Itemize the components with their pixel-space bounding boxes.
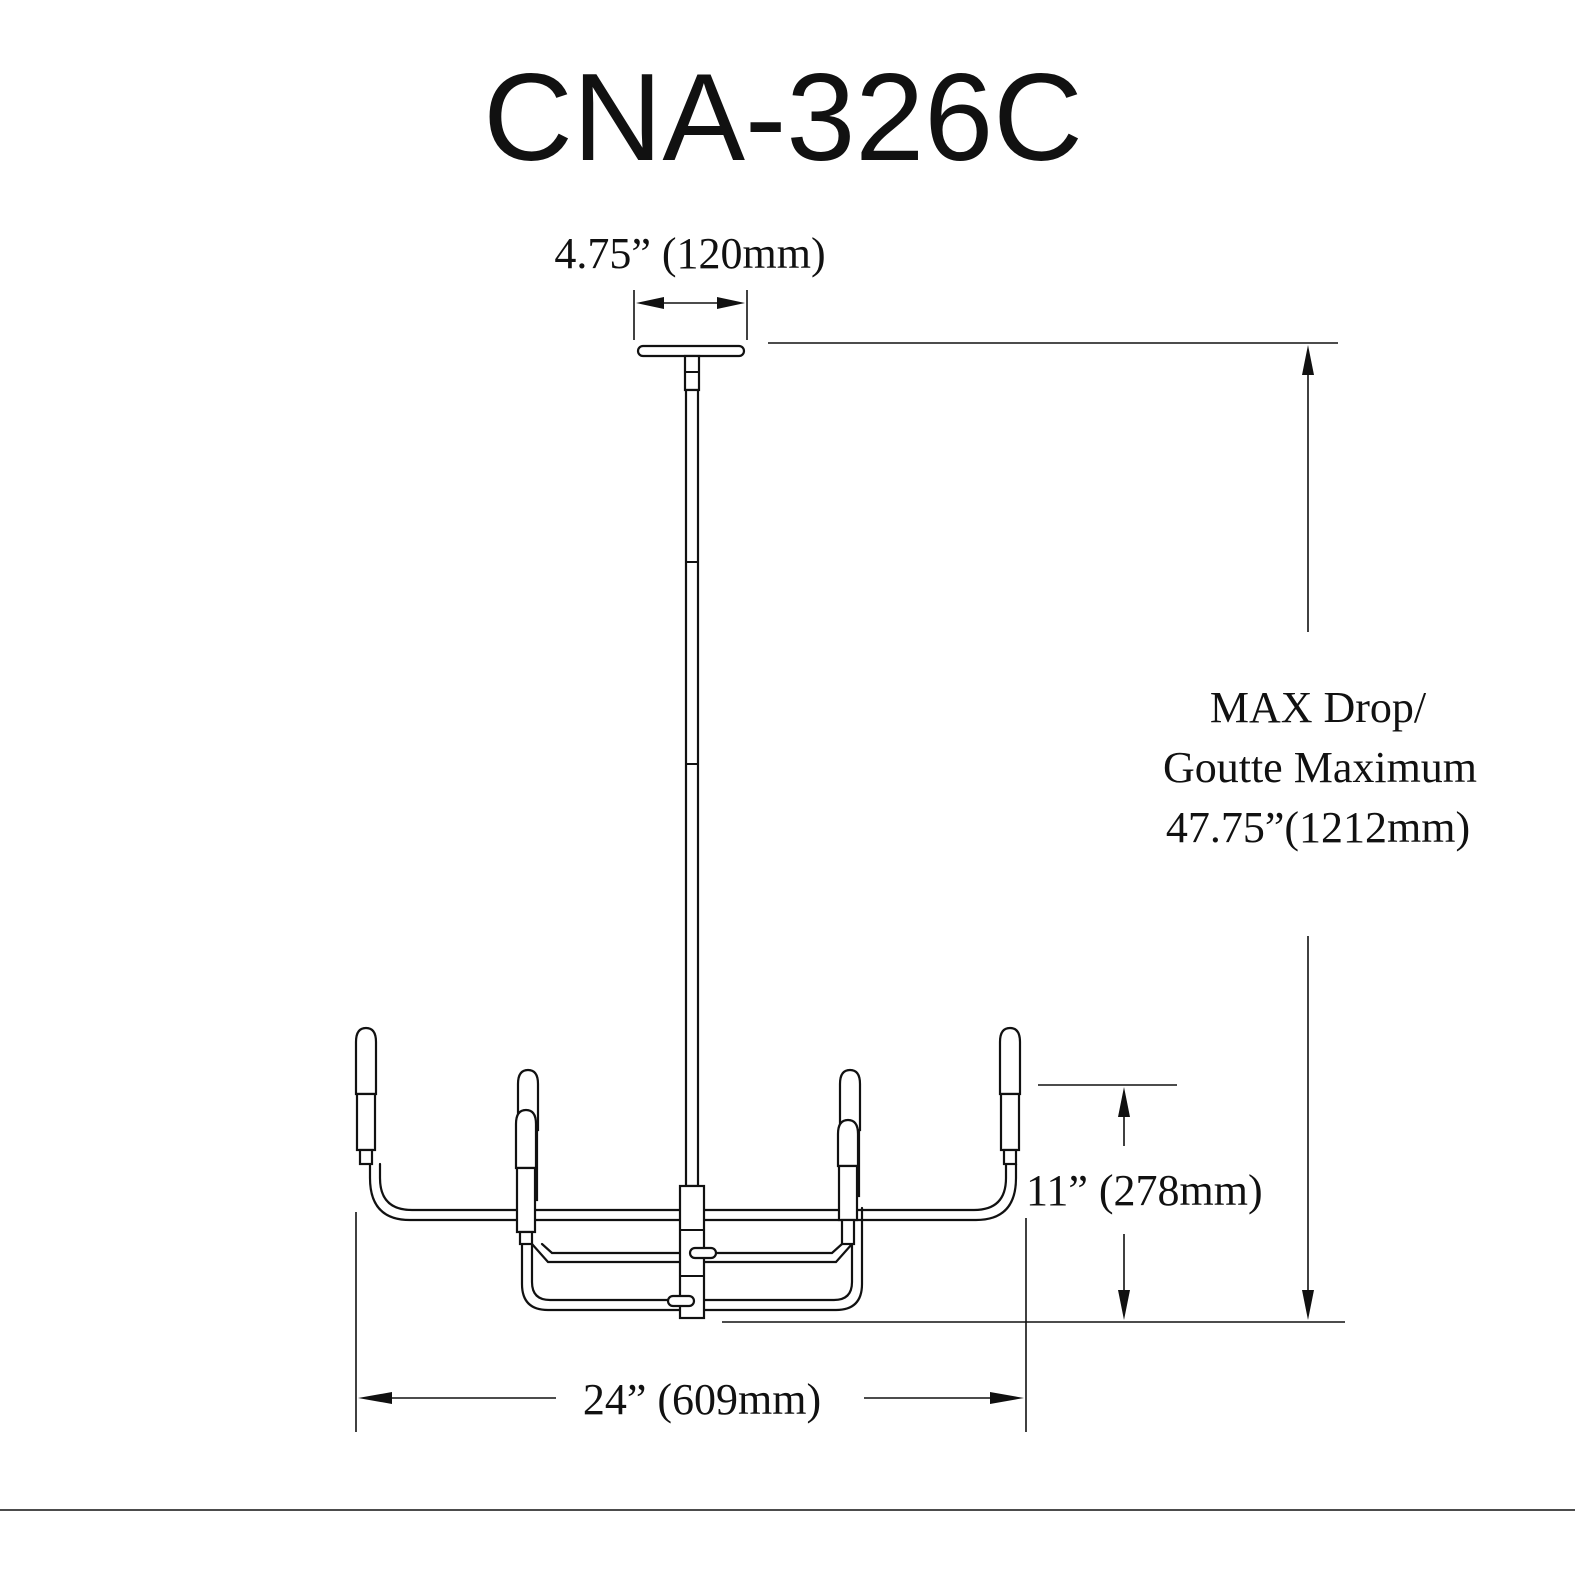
candle-outer-left [354,1026,378,1166]
fixture-width-label: 24” (609mm) [583,1375,821,1424]
canopy-width-label: 4.75” (120mm) [554,229,825,278]
max-drop-label-line1: MAX Drop/ [1210,683,1427,732]
canopy-and-stem [636,344,746,1188]
candle-inner-right-front [836,1118,860,1246]
max-drop-label-line3: 47.75”(1212mm) [1166,803,1470,852]
fixture-height-label: 11” (278mm) [1026,1166,1263,1215]
fixture-height-dimension: 11” (278mm) [1026,1084,1263,1320]
model-title: CNA-326C [483,49,1083,187]
canopy-width-dimension: 4.75” (120mm) [554,229,826,340]
max-drop-dimension: MAX Drop/ Goutte Maximum 47.75”(1212mm) [722,342,1477,1323]
candle-inner-left-front [514,1108,538,1246]
candle-outer-right [998,1026,1022,1166]
fixture-body [354,1026,1022,1320]
max-drop-label-line2: Goutte Maximum [1163,743,1477,792]
fixture-width-dimension: 24” (609mm) [355,1212,1027,1432]
